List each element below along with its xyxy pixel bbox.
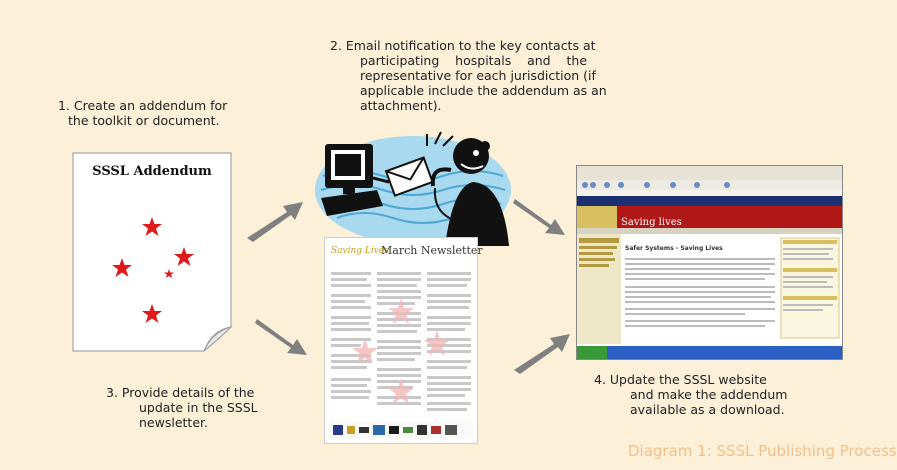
arrow-to-website-top [513,199,565,235]
arrow-to-website-bottom [514,334,570,374]
arrow-to-email [247,202,303,242]
newsletter-thumbnail: Saving Lives March Newsletter [324,237,483,444]
website-graphic [577,166,842,359]
star-icon [112,258,132,277]
email-illustration [313,126,513,248]
newsletter-body-graphic [329,272,473,439]
star-icon [174,247,194,266]
website-hero-text: Saving lives [621,217,682,228]
step-1-text: 1. Create an addendum for the toolkit or… [58,98,228,128]
southern-cross-stars [112,217,194,323]
addendum-document: SSSL Addendum [72,152,233,352]
diagram-caption: Diagram 1: SSSL Publishing Process [628,442,897,460]
newsletter-title: March Newsletter [381,244,483,257]
step-4-text: 4. Update the SSSL website and make the … [594,372,788,417]
addendum-title: SSSL Addendum [92,164,212,179]
computer-icon [321,144,383,216]
website-content-title: Safer Systems - Saving Lives [625,245,723,252]
newsletter-brand: Saving Lives [331,246,389,256]
website-screenshot: Saving lives Safer Systems - Saving Live… [576,165,843,360]
sponsor-logos [333,425,457,435]
star-icon [142,217,162,236]
star-icon [164,269,174,278]
envelope-icon [384,156,434,197]
arrow-to-newsletter [255,319,307,355]
person-on-phone-icon [430,138,509,246]
step-3-text: 3. Provide details of the update in the … [106,385,258,430]
document-page-icon [72,152,233,352]
star-icon [142,304,162,323]
step-2-text: 2. Email notification to the key contact… [330,38,607,113]
